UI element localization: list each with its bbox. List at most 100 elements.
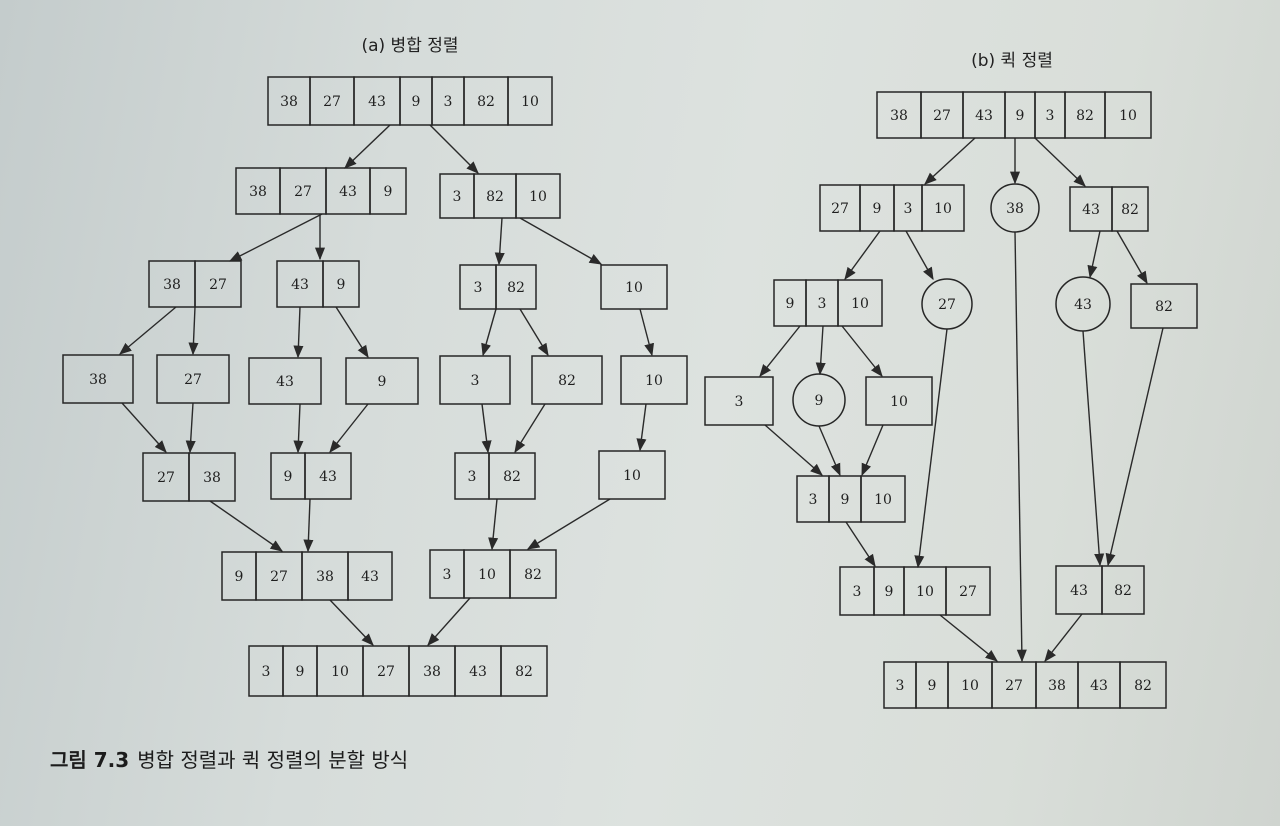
merge-leaf-3: 43 [248, 357, 322, 405]
cell-value: 82 [558, 373, 576, 389]
cell-value: 82 [503, 469, 521, 485]
arrow [185, 402, 196, 454]
cell-value: 43 [1082, 202, 1100, 218]
arrow [1105, 327, 1164, 567]
edges [119, 124, 1164, 663]
arrow [329, 599, 374, 646]
pivot-value: 38 [1006, 201, 1024, 217]
pivot-circle [1055, 276, 1111, 332]
arrow [1082, 330, 1105, 567]
cell-value: 27 [209, 277, 227, 293]
arrow [1014, 231, 1027, 663]
arrow [1116, 230, 1148, 285]
cell-value: 82 [1155, 299, 1173, 315]
cell-value: 10 [529, 189, 547, 205]
cell-value: 9 [873, 201, 882, 217]
cell-value: 38 [203, 470, 221, 486]
cell-value: 27 [323, 94, 341, 110]
array-cell [1111, 186, 1149, 232]
figure-label: 그림 7.3 [50, 748, 130, 772]
cell-value: 3 [1046, 108, 1055, 124]
quick-p1-pivot: 38 [990, 183, 1040, 233]
cell-value: 10 [331, 664, 349, 680]
array-cell [304, 452, 352, 500]
cell-value: 9 [384, 184, 393, 200]
cell-value: 27 [270, 569, 288, 585]
cell-value: 82 [524, 567, 542, 583]
quick-p2a-left: 9 3 10 [773, 279, 883, 327]
cell-value: 38 [423, 664, 441, 680]
cell-value: 10 [890, 394, 908, 410]
cell-value: 27 [294, 184, 312, 200]
cell-value: 82 [477, 94, 495, 110]
array-cell [860, 475, 906, 523]
merge-leaf-5: 3 [439, 355, 511, 405]
arrow [818, 425, 841, 477]
cell-value: 9 [1016, 108, 1025, 124]
merge-2-right: 3 10 82 [429, 549, 557, 599]
cell-value: 3 [443, 567, 452, 583]
arrow [519, 308, 549, 357]
merge-leaf-1: 38 [62, 354, 134, 404]
cell-value: 27 [831, 201, 849, 217]
cell-value: 43 [361, 569, 379, 585]
cell-value: 38 [316, 569, 334, 585]
cell-value: 3 [818, 296, 827, 312]
cell-value: 82 [1121, 202, 1139, 218]
array-cell [507, 76, 553, 126]
arrow [329, 403, 369, 453]
cell-value: 3 [444, 94, 453, 110]
cell-value: 43 [319, 469, 337, 485]
cell-value: 10 [1119, 108, 1137, 124]
figure-caption-text: 병합 정렬과 퀵 정렬의 분할 방식 [137, 748, 409, 772]
quick-p1-right: 43 82 [1069, 186, 1149, 232]
arrow [1044, 613, 1083, 662]
cell-value: 9 [786, 296, 795, 312]
cell-value: 3 [453, 189, 462, 205]
merge-split-2-d: 10 [600, 264, 668, 310]
array-cell [1130, 283, 1198, 329]
cell-value: 10 [851, 296, 869, 312]
array-cell [1104, 91, 1152, 139]
cell-value: 27 [184, 372, 202, 388]
array-cell [322, 260, 360, 308]
array-cell [500, 645, 548, 697]
arrow [914, 328, 948, 569]
cell-value: 82 [1114, 583, 1132, 599]
array-cell [488, 452, 536, 500]
arrow [429, 124, 479, 174]
arrow [1087, 230, 1101, 279]
cell-value: 38 [249, 184, 267, 200]
pivot-circle [990, 183, 1040, 233]
arrow [924, 137, 976, 185]
cell-value: 10 [478, 567, 496, 583]
cell-value: 9 [378, 374, 387, 390]
cell-value: 38 [890, 108, 908, 124]
arrow [636, 403, 647, 452]
array-cell [600, 264, 668, 310]
array-cell [194, 260, 242, 308]
cell-value: 3 [735, 394, 744, 410]
quick-p3-right: 10 [865, 376, 933, 426]
cell-value: 38 [163, 277, 181, 293]
array-cell [369, 167, 407, 215]
figure-caption: 그림 7.3 병합 정렬과 퀵 정렬의 분할 방식 [50, 744, 408, 773]
array-cell [1101, 565, 1145, 615]
cell-value: 10 [934, 201, 952, 217]
cell-value: 3 [262, 664, 271, 680]
pivot-value: 27 [938, 297, 956, 313]
array-cell [921, 184, 965, 232]
cell-value: 38 [280, 94, 298, 110]
array-cell [347, 551, 393, 601]
pivot-circle [921, 278, 973, 330]
array-cell [620, 355, 688, 405]
arrow [939, 614, 998, 662]
array-cell [598, 450, 666, 500]
